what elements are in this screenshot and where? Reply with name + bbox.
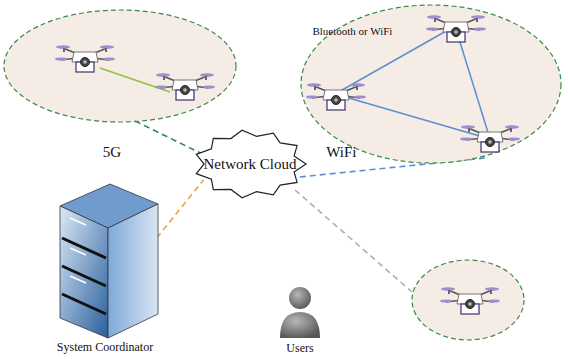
server-icon: System Coordinator bbox=[40, 178, 170, 356]
node-label: Users bbox=[286, 341, 313, 356]
link-label: WiFi bbox=[326, 144, 356, 161]
dashed-link bbox=[151, 180, 204, 246]
user-icon: Users bbox=[272, 284, 328, 356]
node-label: Bluetooth or WiFi bbox=[312, 25, 392, 37]
node-outline bbox=[40, 178, 170, 356]
node-label: System Coordinator bbox=[57, 340, 153, 355]
node-label: Network Cloud bbox=[204, 156, 297, 173]
link-label: 5G bbox=[103, 144, 121, 161]
drone-cluster: Bluetooth or WiFi bbox=[300, 4, 562, 164]
network-cloud: Network Cloud bbox=[192, 128, 308, 200]
